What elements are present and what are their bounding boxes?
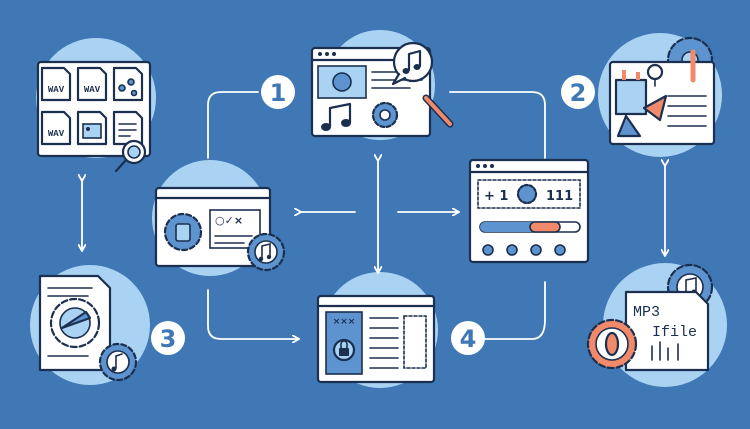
step-badge-1: 1: [261, 75, 295, 109]
molecule-file-icon: [112, 66, 144, 102]
pencil-icon: [422, 94, 454, 128]
file-label: Ifile: [652, 324, 697, 341]
wav-file-icon: WAV: [76, 66, 108, 102]
step-number-2: 2: [570, 79, 587, 107]
security-app-window: ×××: [316, 294, 436, 384]
flag-icon: [642, 94, 668, 122]
triangle-ruler-icon: [616, 114, 642, 138]
audio-files-grid: WAV WAV WAV: [36, 60, 152, 173]
converter-window: ○✓×: [154, 186, 286, 272]
blob-icon: [332, 72, 352, 92]
wand-icon: [60, 310, 92, 330]
lightbulb-icon: [646, 63, 664, 87]
music-gear-icon: [98, 342, 138, 382]
connector-bottom-left: [207, 289, 298, 339]
music-gear-icon: [246, 232, 286, 272]
gear-icon: [49, 297, 101, 349]
window-title-marks: ×××: [333, 317, 356, 327]
design-tools-panel: [608, 36, 716, 146]
control-dot[interactable]: [530, 244, 542, 256]
step-badge-2: 2: [561, 75, 595, 109]
wav-label: WAV: [84, 85, 101, 95]
music-editor-window: [310, 41, 454, 138]
step-number-3: 3: [160, 325, 177, 353]
scrollbar[interactable]: [403, 315, 427, 369]
connector-top-right: [449, 91, 546, 159]
settings-document: [38, 274, 138, 382]
equalizer-left-text: + 1: [484, 189, 508, 204]
music-bubble-icon: [391, 41, 434, 86]
wav-label: WAV: [48, 129, 65, 139]
mp3-label: MP3: [633, 304, 660, 321]
step-badge-3: 3: [151, 321, 185, 355]
music-note-icon: [321, 102, 352, 131]
wav-file-icon: WAV: [40, 66, 72, 102]
control-dot[interactable]: [554, 244, 566, 256]
gear-icon: [371, 101, 399, 129]
trash-icon: [175, 223, 191, 242]
document-file-icon: [112, 110, 144, 146]
control-dot[interactable]: [506, 244, 518, 256]
step-number-1: 1: [270, 79, 287, 107]
orange-gear-icon: [586, 318, 638, 370]
mp3-file-group: MP3 Ifile: [586, 263, 714, 372]
lock-icon: [332, 338, 356, 362]
progress-accent: [529, 221, 561, 233]
gear-icon: [163, 212, 203, 252]
checklist-marks: ○✓×: [215, 214, 243, 227]
connector-bottom-right: [457, 281, 546, 340]
step-badge-4: 4: [451, 321, 485, 355]
image-file-icon: [76, 110, 108, 146]
pencil-cup-icon: [614, 70, 648, 116]
wav-file-icon: WAV: [40, 110, 72, 146]
gear-icon: [516, 183, 538, 205]
connectors: [82, 91, 665, 340]
equalizer-right-text: 111: [546, 189, 573, 204]
control-dot[interactable]: [482, 244, 494, 256]
step-number-4: 4: [460, 325, 477, 353]
magnifier-icon: [114, 139, 147, 173]
equalizer-window: + 1 111: [468, 158, 590, 264]
connector-top-left: [207, 91, 259, 159]
wav-label: WAV: [48, 85, 65, 95]
